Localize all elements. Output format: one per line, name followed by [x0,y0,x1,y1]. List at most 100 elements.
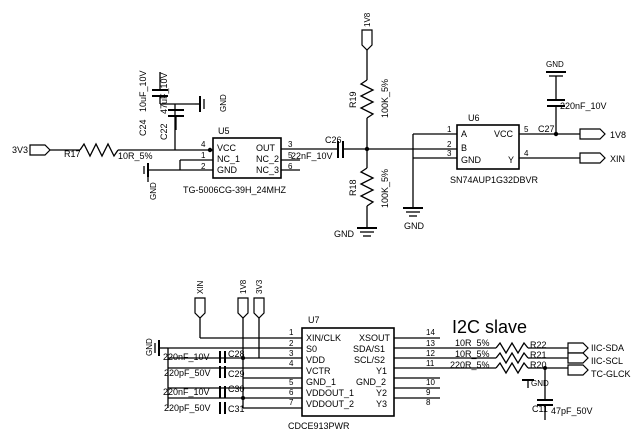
c22-ref: C22 [159,123,169,140]
v1v8-top-port[interactable] [361,29,373,51]
u7-left-pin-7-num: 7 [289,398,294,407]
c30-ref: C30 [228,384,245,394]
u7-right-pin-9-name: Y2 [376,388,387,398]
r18-resistor[interactable] [359,167,375,207]
u5-pin-nc3-num: 6 [288,162,293,171]
c22-value: 47uF_10V [159,72,169,114]
r18-ref: R18 [348,179,358,196]
u6-pin-gnd-name: GND [461,155,482,165]
gnd-label-c11: GND [531,379,549,388]
u7-ref: U7 [308,315,320,325]
iic-scl-port[interactable] [567,352,589,364]
r22-value: 10R_5% [455,338,490,348]
gnd-label-c27: GND [546,60,564,69]
xin-top-port[interactable] [194,297,206,319]
r21-value: 10R_5% [455,349,490,359]
u6-pin-y-num: 4 [524,149,529,158]
gnd-label-u5: GND [149,182,158,200]
u6-ref: U6 [468,113,480,123]
c31-ref: C31 [228,404,245,414]
u7-left-pin-4-num: 4 [289,359,294,368]
tc-glck-label: TC-GLCK [591,369,631,379]
u7-right-pin-10-num: 10 [426,378,435,387]
u5-pin-out-num: 3 [288,140,293,149]
u6-pin-b-name: B [461,143,467,153]
r20-value: 220R_5% [450,360,490,370]
u7-right-pin-8-num: 8 [426,398,431,407]
c27-value: 220nF_10V [560,101,607,111]
u6-pin-vcc-num: 5 [524,125,529,134]
u5-oscillator-section: 3V3 R17 10R_5% C24 10uF_10V C22 47uF_10V… [12,70,440,200]
r19-resistor[interactable] [359,79,375,119]
u5-pin-nc1-name: NC_1 [217,154,240,164]
u7-right-pin-8-name: Y3 [376,399,387,409]
v1v8-right-label: 1V8 [610,130,626,140]
c26-ref: C26 [325,135,342,145]
u6-pin-y-name: Y [508,155,514,165]
r21-resistor[interactable] [495,351,529,365]
u7-right-pin-13-num: 13 [426,339,435,348]
u7-left-pin-4-name: VCTR [306,366,331,376]
v1v8-bottom-label: 1V8 [239,279,248,294]
c24-ref: C24 [138,119,148,136]
c30-value: 220nF_10V [163,387,210,397]
u5-pin-out-name: OUT [256,143,276,153]
c28-ref: C28 [228,349,245,359]
u6-gate-section: GND U6 SN74AUP1G32DBVR A B GND 1 2 3 VCC… [403,60,626,231]
c11-ref: C11 [532,404,548,414]
v1v8-right-port[interactable] [579,128,606,140]
tc-glck-port[interactable] [567,364,589,376]
u7-left-pin-5-num: 5 [289,378,294,387]
xin-top-label: XIN [196,280,205,294]
u7-right-pin-9-num: 9 [426,388,431,397]
c26-value: 22nF_10V [291,151,333,161]
r22-resistor[interactable] [495,341,529,355]
u7-right-pin-14-name: XSOUT [359,333,391,343]
u6-chip-body[interactable] [456,124,520,170]
c11-value: 47pF_50V [551,406,593,416]
u5-pin-gnd-num: 2 [201,162,206,171]
iic-sda-port[interactable] [567,342,589,354]
c28-value: 220nF_10V [163,352,210,362]
r22-ref: R22 [530,340,547,350]
u5-part: TG-5006CG-39H_24MHZ [183,185,287,195]
v1v8-bottom-port[interactable] [237,297,249,319]
c29-ref: C29 [228,369,245,379]
u5-chip-body[interactable] [212,137,282,179]
i2c-slave-title: I2C slave [452,317,527,337]
xin-output-label: XIN [610,154,625,164]
r19-value: 100K_5% [380,79,390,118]
r19-ref: R19 [348,91,358,108]
v3v3-bottom-port[interactable] [253,297,265,319]
v3v3-input-label: 3V3 [12,145,28,155]
u5-pin-nc2-num: 5 [288,151,293,160]
u7-right-pin-11-name: Y1 [376,366,387,376]
v3v3-input-port[interactable] [29,144,51,156]
u7-clock-generator-section: XIN 1V8 3V3 GND 220nF_10V [145,279,631,431]
c29-value: 220pF_50V [164,368,211,378]
u6-pin-b-num: 2 [447,140,452,149]
u7-left-pin-7-name: VDDOUT_2 [306,399,354,409]
u7-left-pin-1-num: 1 [289,328,294,337]
u6-pin-gnd-num: 3 [447,149,452,158]
u5-pin-nc1-num: 1 [201,151,206,160]
u7-chip-body[interactable] [301,327,395,417]
c27-ref: C27 [538,124,555,134]
u5-pin-nc3-name: NC_3 [256,165,279,175]
u7-left-pin-3-name: VDD [306,355,326,365]
u7-left-pin-6-num: 6 [289,388,294,397]
u6-part: SN74AUP1G32DBVR [450,175,539,185]
r17-value: 10R_5% [118,151,153,161]
u6-pin-vcc-name: VCC [494,129,514,139]
u5-pin-vcc-num: 4 [201,140,206,149]
c24-value: 10uF_10V [138,70,148,112]
gnd-label-u6: GND [404,221,425,231]
xin-output-port[interactable] [579,152,606,164]
u7-part: CDCE913PWR [288,421,350,431]
r20-resistor[interactable] [495,361,529,375]
c31-value: 220pF_50V [164,403,211,413]
r17-resistor[interactable] [79,142,119,158]
iic-sda-label: IIC-SDA [591,343,624,353]
u5-pin-vcc-name: VCC [217,143,237,153]
